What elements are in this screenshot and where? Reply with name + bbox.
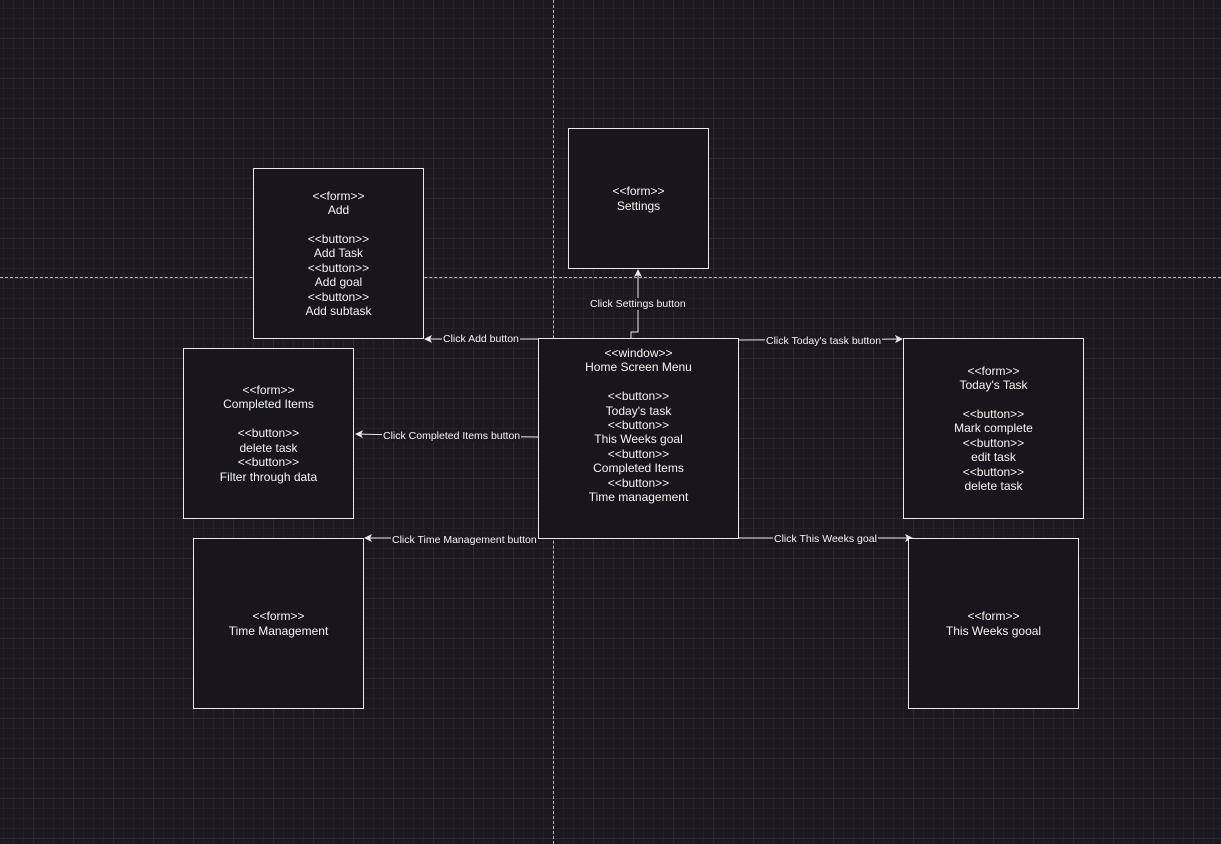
node-time-management-text: <<form>> Time Management xyxy=(228,609,329,638)
node-weeks-goal-text: <<form>> This Weeks gooal xyxy=(945,609,1042,638)
node-home-screen-window[interactable]: <<window>> Home Screen Menu <<button>> T… xyxy=(538,338,739,539)
node-todays-task-text: <<form>> Today's Task <<button>> Mark co… xyxy=(954,363,1033,493)
node-todays-task-form[interactable]: <<form>> Today's Task <<button>> Mark co… xyxy=(903,338,1084,519)
node-completed-items-form[interactable]: <<form>> Completed Items <<button>> dele… xyxy=(183,348,354,519)
edge-label-time-management: Click Time Management button xyxy=(391,534,538,546)
node-settings-text: <<form>> Settings xyxy=(612,184,665,213)
edge-label-todays-task: Click Today's task button xyxy=(765,335,883,347)
edge-label-settings: Click Settings button xyxy=(589,298,687,310)
edge-label-completed-items: Click Completed Items button xyxy=(382,430,522,442)
edge-label-add: Click Add button xyxy=(442,333,520,345)
node-add-text: <<form>> Add <<button>> Add Task <<butto… xyxy=(305,188,372,318)
node-settings-form[interactable]: <<form>> Settings xyxy=(568,128,709,269)
edge-label-weeks-goal: Click This Weeks goal xyxy=(773,533,878,545)
node-add-form[interactable]: <<form>> Add <<button>> Add Task <<butto… xyxy=(253,168,424,339)
node-weeks-goal-form[interactable]: <<form>> This Weeks gooal xyxy=(908,538,1079,709)
node-home-text: <<window>> Home Screen Menu <<button>> T… xyxy=(585,346,692,505)
horizontal-guide-line xyxy=(0,277,1221,278)
node-completed-text: <<form>> Completed Items <<button>> dele… xyxy=(219,383,318,484)
node-time-management-form[interactable]: <<form>> Time Management xyxy=(193,538,364,709)
